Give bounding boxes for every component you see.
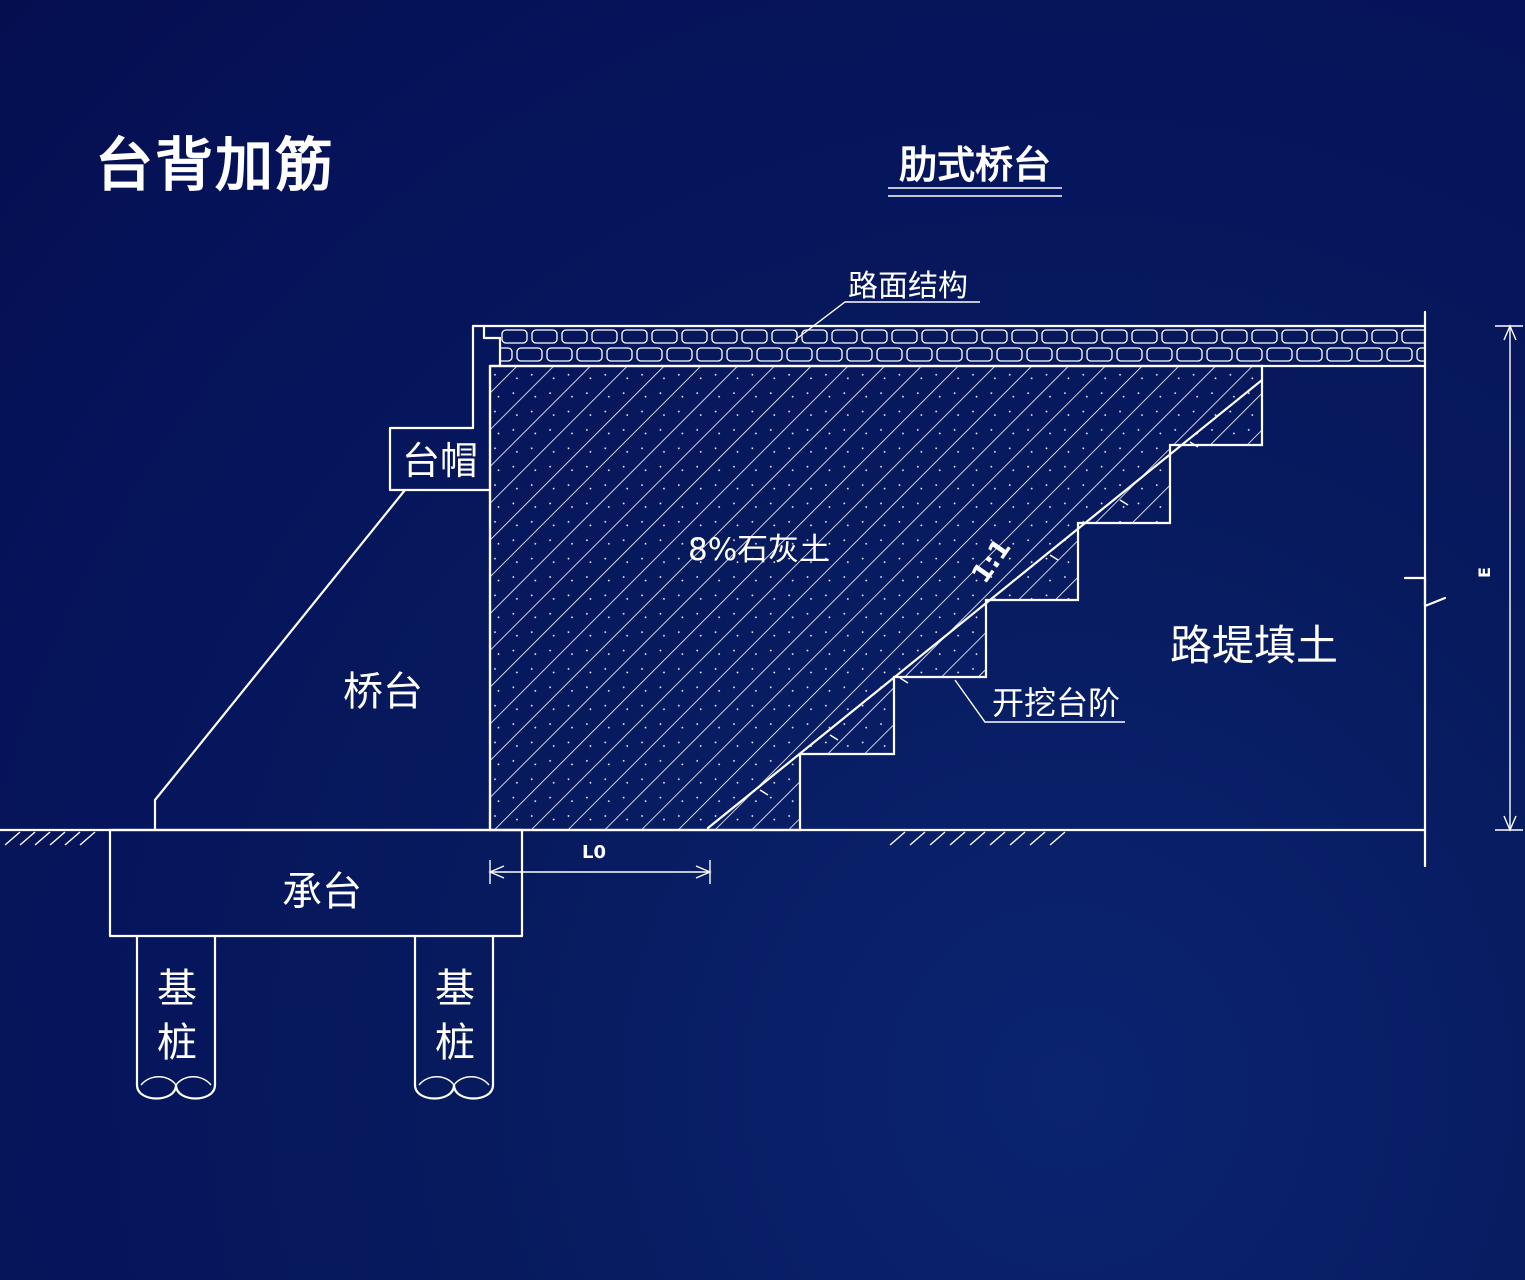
steps-label: 开挖台阶 [992, 684, 1120, 722]
diagram-subtitle: 肋式桥台 [899, 143, 1051, 187]
ground-hatch-right [889, 831, 1066, 846]
abutment-label: 桥台 [343, 669, 423, 715]
excavation-slope [706, 378, 1264, 830]
pile-left-char-2: 桩 [157, 1020, 197, 1066]
height-label: E [1475, 567, 1494, 578]
pile-left-char-1: 基 [157, 966, 197, 1012]
l0-label: L0 [582, 842, 606, 863]
l0-dimension [488, 860, 712, 884]
pavement-leader [794, 301, 980, 341]
pavement-label: 路面结构 [848, 269, 968, 304]
lime-soil-label: 8%石灰土 [688, 532, 830, 568]
pile-right-char-2: 桩 [435, 1020, 475, 1066]
pile-right [413, 934, 495, 1100]
height-dimension [1403, 324, 1523, 832]
ground-hatch-left [4, 831, 96, 846]
pile-right-char-1: 基 [435, 966, 475, 1012]
pile-cap-label: 承台 [282, 869, 362, 915]
cap-label: 台帽 [402, 439, 478, 483]
lime-soil-zone [488, 364, 1264, 832]
pile-left [135, 934, 217, 1100]
embankment-label: 路堤填土 [1170, 621, 1338, 670]
page-title: 台背加筋 [95, 131, 336, 199]
abutment-cap-outline [388, 324, 502, 492]
steps-leader [954, 679, 1125, 723]
pile-cap [108, 828, 524, 938]
abutment-body [153, 488, 492, 832]
